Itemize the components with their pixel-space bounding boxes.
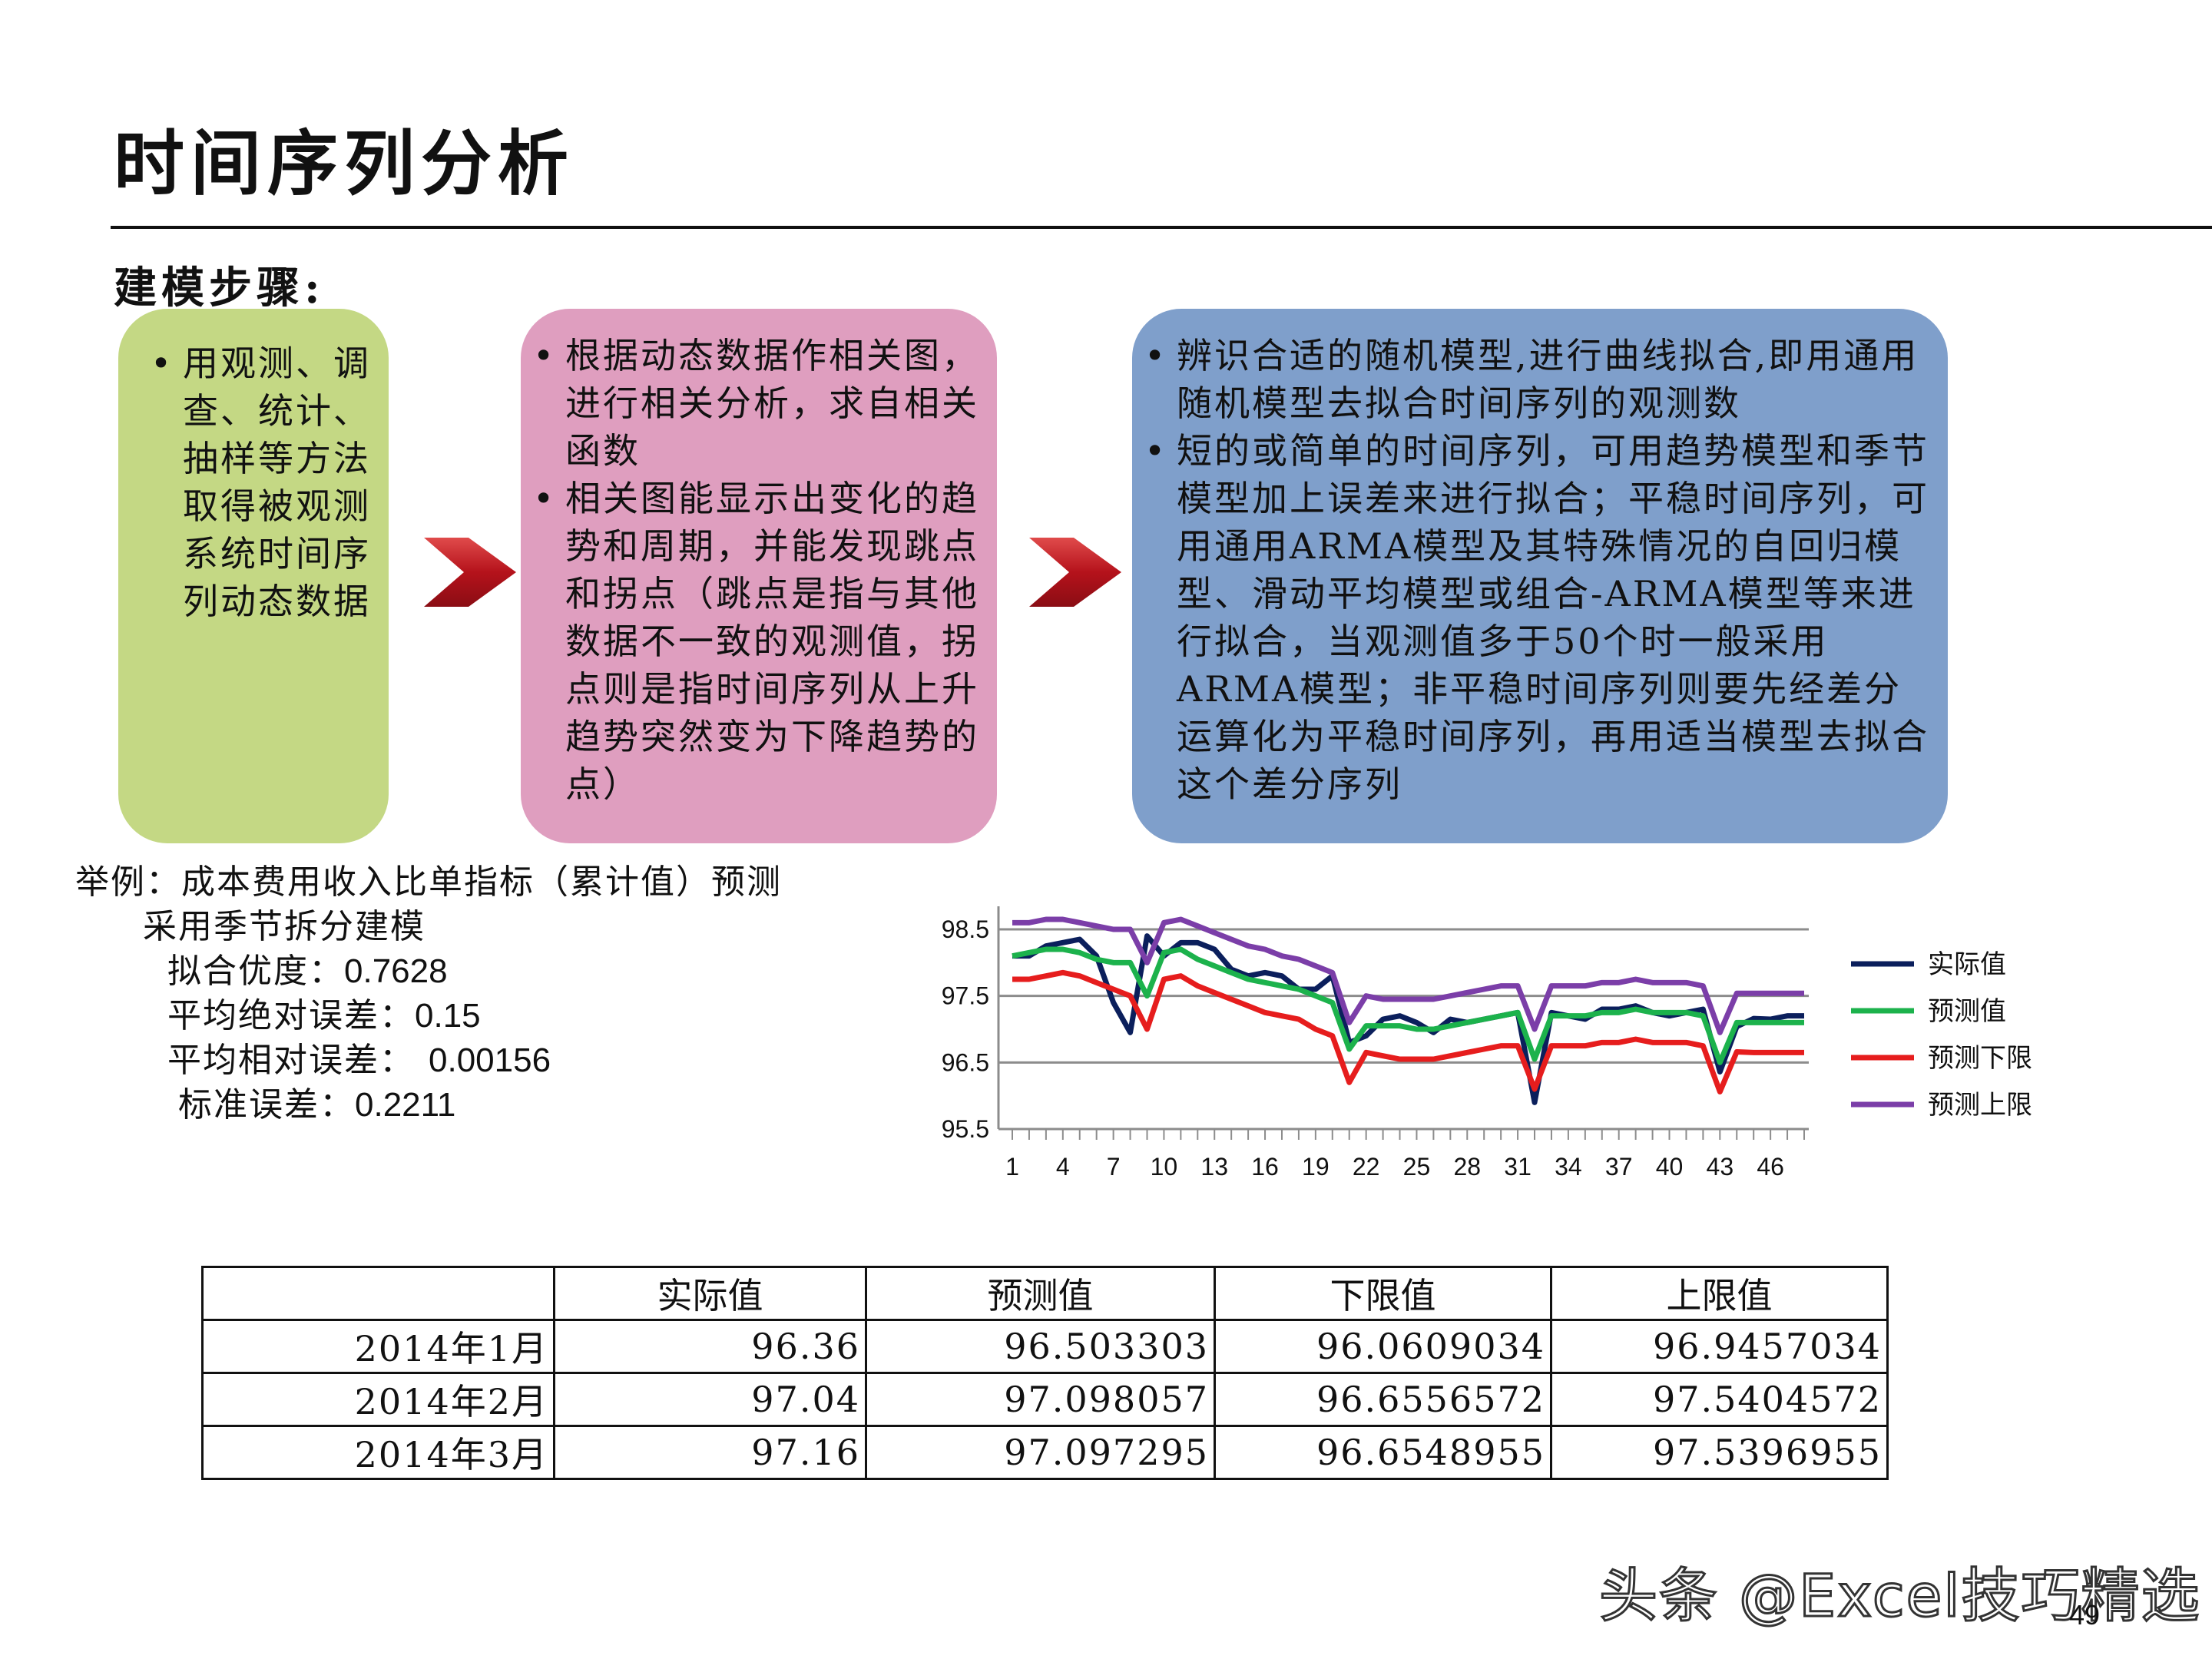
legend-label: 实际值 [1928,949,2006,980]
x-tick-label: 7 [1107,1153,1121,1181]
table-cell: 97.5404572 [1550,1372,1889,1427]
x-tick-label: 25 [1403,1153,1431,1181]
table-cell: 96.0609034 [1214,1319,1552,1374]
step-2-bullet-1: 根据动态数据作相关图，进行相关分析，求自相关函数 [533,332,988,475]
y-tick-label: 97.5 [942,982,989,1010]
x-tick-label: 37 [1605,1153,1633,1181]
legend-label: 预测下限 [1928,1043,2032,1074]
watermark: 头条 @Excel技巧精选 [1598,1561,2201,1631]
table-header-cell: 下限值 [1214,1266,1552,1321]
x-tick-label: 13 [1200,1153,1228,1181]
table-row: 2014年3月 97.16 97.097295 96.6548955 97.53… [201,1425,1889,1480]
table-cell: 96.6556572 [1214,1372,1552,1427]
x-tick-label: 22 [1353,1153,1380,1181]
series-line [1012,946,1804,1065]
table-header-cell: 实际值 [553,1266,867,1321]
stat-mean-abs-error: 平均绝对误差：0.15 [75,994,782,1038]
stat-std-error: 标准误差：0.2211 [75,1083,782,1128]
table-cell: 97.5396955 [1550,1425,1889,1480]
table-cell: 96.9457034 [1550,1319,1889,1374]
table-cell: 96.503303 [865,1319,1216,1374]
table-cell: 96.6548955 [1214,1425,1552,1480]
page-title: 时间序列分析 [114,123,575,205]
table-header-cell: 上限值 [1550,1266,1889,1321]
section-subtitle: 建模步骤: [114,263,325,313]
stat-mean-rel-error: 平均相对误差： 0.00156 [75,1038,782,1083]
table-header-cell [201,1266,555,1321]
step-1-bullet: 用观测、调查、统计、抽样等方法取得被观测系统时间序列动态数据 [151,339,373,625]
stat-goodness-of-fit: 拟合优度：0.7628 [75,949,782,994]
chevron-right-icon [424,538,516,607]
example-section: 举例：成本费用收入比单指标（累计值）预测 采用季节拆分建模 拟合优度：0.762… [75,860,782,1128]
step-box-collect-data: 用观测、调查、统计、抽样等方法取得被观测系统时间序列动态数据 [118,309,389,843]
forecast-line-chart: 98.5 97.5 96.5 95.5 1 4 7 10 13 16 19 22 25 28 31 34 37 4… [942,906,2032,1181]
step-box-correlation-analysis: 根据动态数据作相关图，进行相关分析，求自相关函数 相关图能显示出变化的趋势和周期… [521,309,997,843]
stat-value: 0.7628 [344,952,448,990]
y-tick-label: 96.5 [942,1048,989,1076]
step-2-bullet-2: 相关图能显示出变化的趋势和周期，并能发现跳点和拐点（跳点是指与其他数据不一致的观… [533,475,988,808]
stat-label: 拟合优度： [167,952,344,991]
x-tick-label: 34 [1555,1153,1582,1181]
x-tick-label: 1 [1005,1153,1019,1181]
table-cell: 2014年1月 [201,1319,555,1374]
series-line [1012,969,1804,1094]
stat-value: 0.15 [415,997,481,1035]
page-number: 49 [2069,1599,2101,1631]
legend-label: 预测值 [1928,996,2006,1027]
x-tick-label: 46 [1757,1153,1784,1181]
legend-label: 预测上限 [1928,1090,2032,1121]
forecast-table: 实际值 预测值 下限值 上限值 2014年1月 96.36 96.503303 … [201,1266,1889,1480]
x-tick-label: 19 [1302,1153,1330,1181]
x-tick-label: 40 [1656,1153,1684,1181]
y-tick-label: 98.5 [942,916,989,943]
stat-label: 平均绝对误差： [167,996,415,1035]
table-row: 2014年2月 97.04 97.098057 96.6556572 97.54… [201,1372,1889,1427]
step-3-bullet-2: 短的或简单的时间序列，可用趋势模型和季节模型加上误差来进行拟合；平稳时间序列，可… [1144,427,1939,808]
title-underline [111,226,2212,229]
table-cell: 96.36 [553,1319,867,1374]
chevron-right-icon [1029,538,1121,607]
table-cell: 97.04 [553,1372,867,1427]
table-cell: 97.097295 [865,1425,1216,1480]
table-header-cell: 预测值 [865,1266,1216,1321]
table-header-row: 实际值 预测值 下限值 上限值 [201,1266,1889,1321]
x-tick-label: 10 [1151,1153,1178,1181]
table-cell: 2014年2月 [201,1372,555,1427]
step-3-bullet-1: 辨识合适的随机模型,进行曲线拟合,即用通用随机模型去拟合时间序列的观测数 [1144,332,1939,427]
table-cell: 97.098057 [865,1372,1216,1427]
x-tick-label: 28 [1453,1153,1481,1181]
stat-value: 0.2211 [355,1086,456,1124]
stat-label: 平均相对误差： [167,1041,415,1080]
step-box-model-fitting: 辨识合适的随机模型,进行曲线拟合,即用通用随机模型去拟合时间序列的观测数 短的或… [1132,309,1948,843]
example-method: 采用季节拆分建模 [143,907,426,946]
table-cell: 97.16 [553,1425,867,1480]
series-line [1012,916,1804,1035]
x-tick-label: 16 [1251,1153,1279,1181]
stat-label: 标准误差： [178,1085,355,1124]
x-tick-label: 31 [1504,1153,1532,1181]
stat-value: 0.00156 [429,1041,551,1079]
example-title: 举例：成本费用收入比单指标（累计值）预测 [75,863,782,902]
y-tick-label: 95.5 [942,1115,989,1143]
x-tick-label: 4 [1056,1153,1070,1181]
table-cell: 2014年3月 [201,1425,555,1480]
table-row: 2014年1月 96.36 96.503303 96.0609034 96.94… [201,1319,1889,1374]
x-tick-label: 43 [1707,1153,1734,1181]
